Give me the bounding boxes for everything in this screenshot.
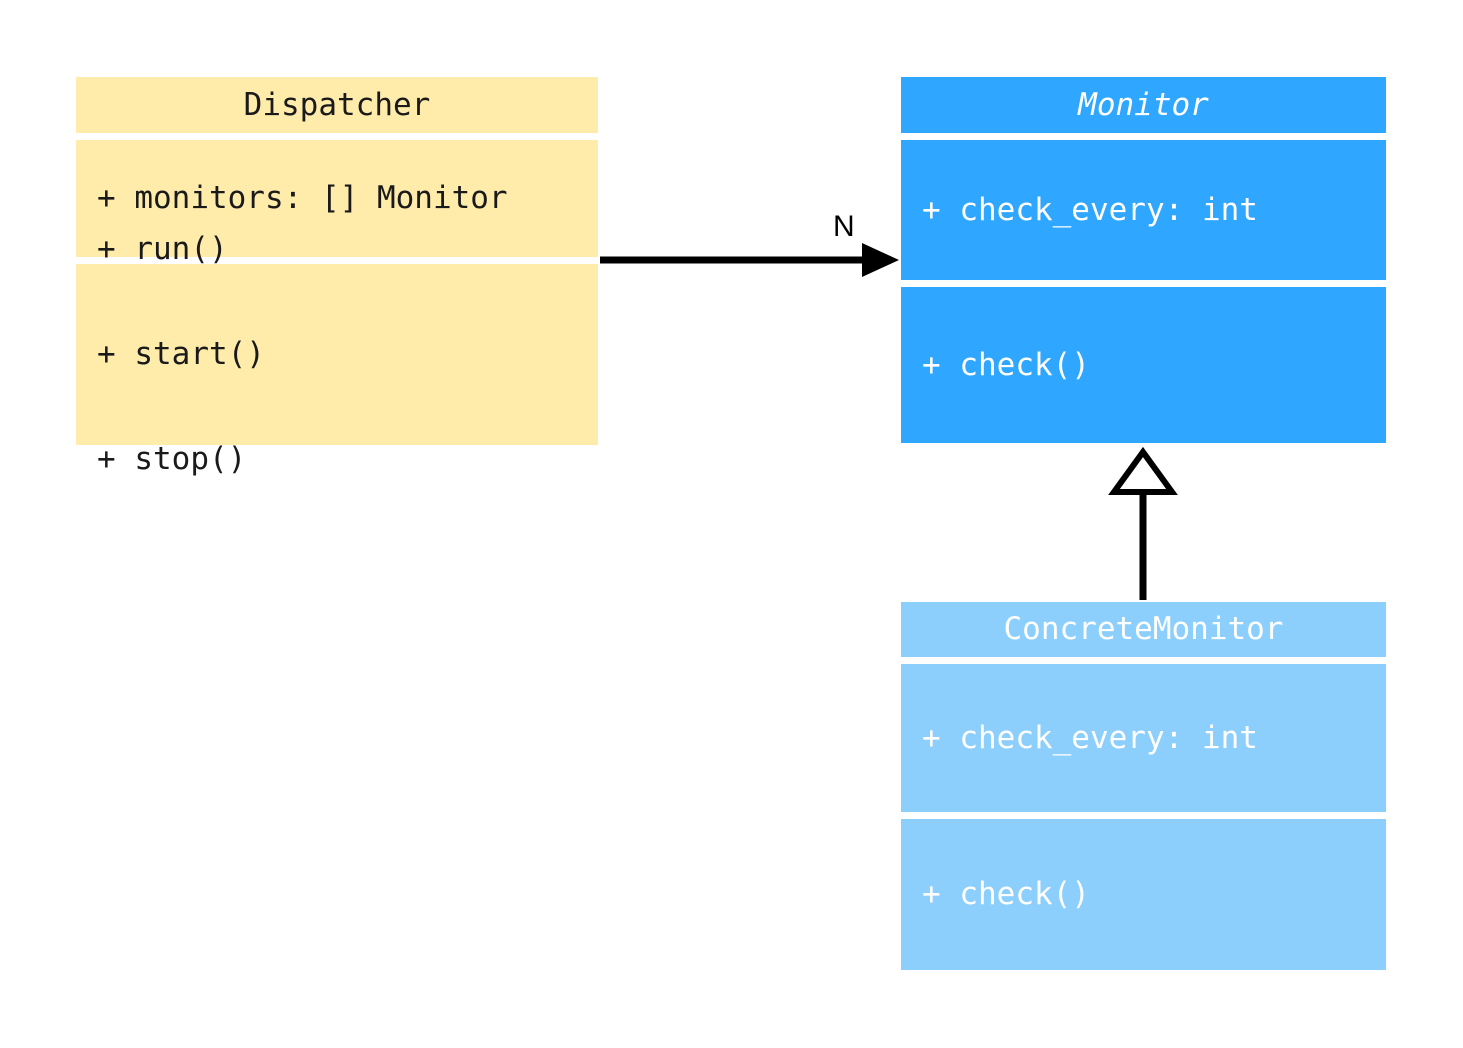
attribute-row: + check_every: int	[922, 191, 1258, 228]
attribute-row: + check_every: int	[922, 719, 1258, 756]
operation-row: + check()	[922, 876, 1090, 912]
class-operations-compartment-concretemonitor: + check()	[901, 819, 1386, 970]
operation-row: + stop()	[97, 441, 247, 477]
class-operations-dispatcher: + run() + start() + stop()	[76, 162, 598, 547]
class-attributes-concretemonitor: + check_every: int	[901, 651, 1386, 826]
association-edge-dispatcher-monitor	[600, 243, 899, 277]
generalization-edge-concretemonitor-monitor	[1108, 446, 1178, 600]
class-name-concretemonitor: ConcreteMonitor	[1003, 611, 1284, 647]
operation-row: + start()	[97, 336, 265, 372]
class-attributes-dispatcher: + monitors: [] Monitor	[76, 111, 598, 286]
class-operations-compartment-monitor: + check()	[901, 287, 1386, 443]
class-title-compartment-dispatcher: Dispatcher	[76, 77, 598, 133]
uml-class-dispatcher[interactable]: Dispatcher + monitors: [] Monitor + run(…	[76, 77, 598, 477]
class-title-compartment-monitor: Monitor	[901, 77, 1386, 133]
class-attributes-monitor: + check_every: int	[901, 123, 1386, 298]
class-name-dispatcher: Dispatcher	[243, 87, 431, 123]
uml-class-concretemonitor[interactable]: ConcreteMonitor + check_every: int + che…	[901, 602, 1386, 970]
association-multiplicity-label: N	[833, 210, 855, 243]
attribute-row: + monitors: [] Monitor	[97, 180, 508, 216]
class-operations-monitor: + check()	[901, 278, 1386, 453]
class-operations-compartment-dispatcher: + run() + start() + stop()	[76, 232, 598, 477]
hollow-triangle-arrowhead-icon	[1108, 446, 1178, 495]
class-attributes-compartment-dispatcher: + monitors: [] Monitor	[76, 140, 598, 257]
class-attributes-compartment-concretemonitor: + check_every: int	[901, 664, 1386, 812]
class-name-monitor: Monitor	[1078, 87, 1209, 123]
uml-class-monitor[interactable]: Monitor + check_every: int + check()	[901, 77, 1386, 443]
class-operations-concretemonitor: + check()	[901, 807, 1386, 982]
filled-triangle-arrowhead-icon	[862, 243, 899, 277]
operation-row: + run()	[97, 231, 228, 267]
class-title-compartment-concretemonitor: ConcreteMonitor	[901, 602, 1386, 657]
operation-row: + check()	[922, 346, 1090, 383]
class-attributes-compartment-monitor: + check_every: int	[901, 140, 1386, 280]
